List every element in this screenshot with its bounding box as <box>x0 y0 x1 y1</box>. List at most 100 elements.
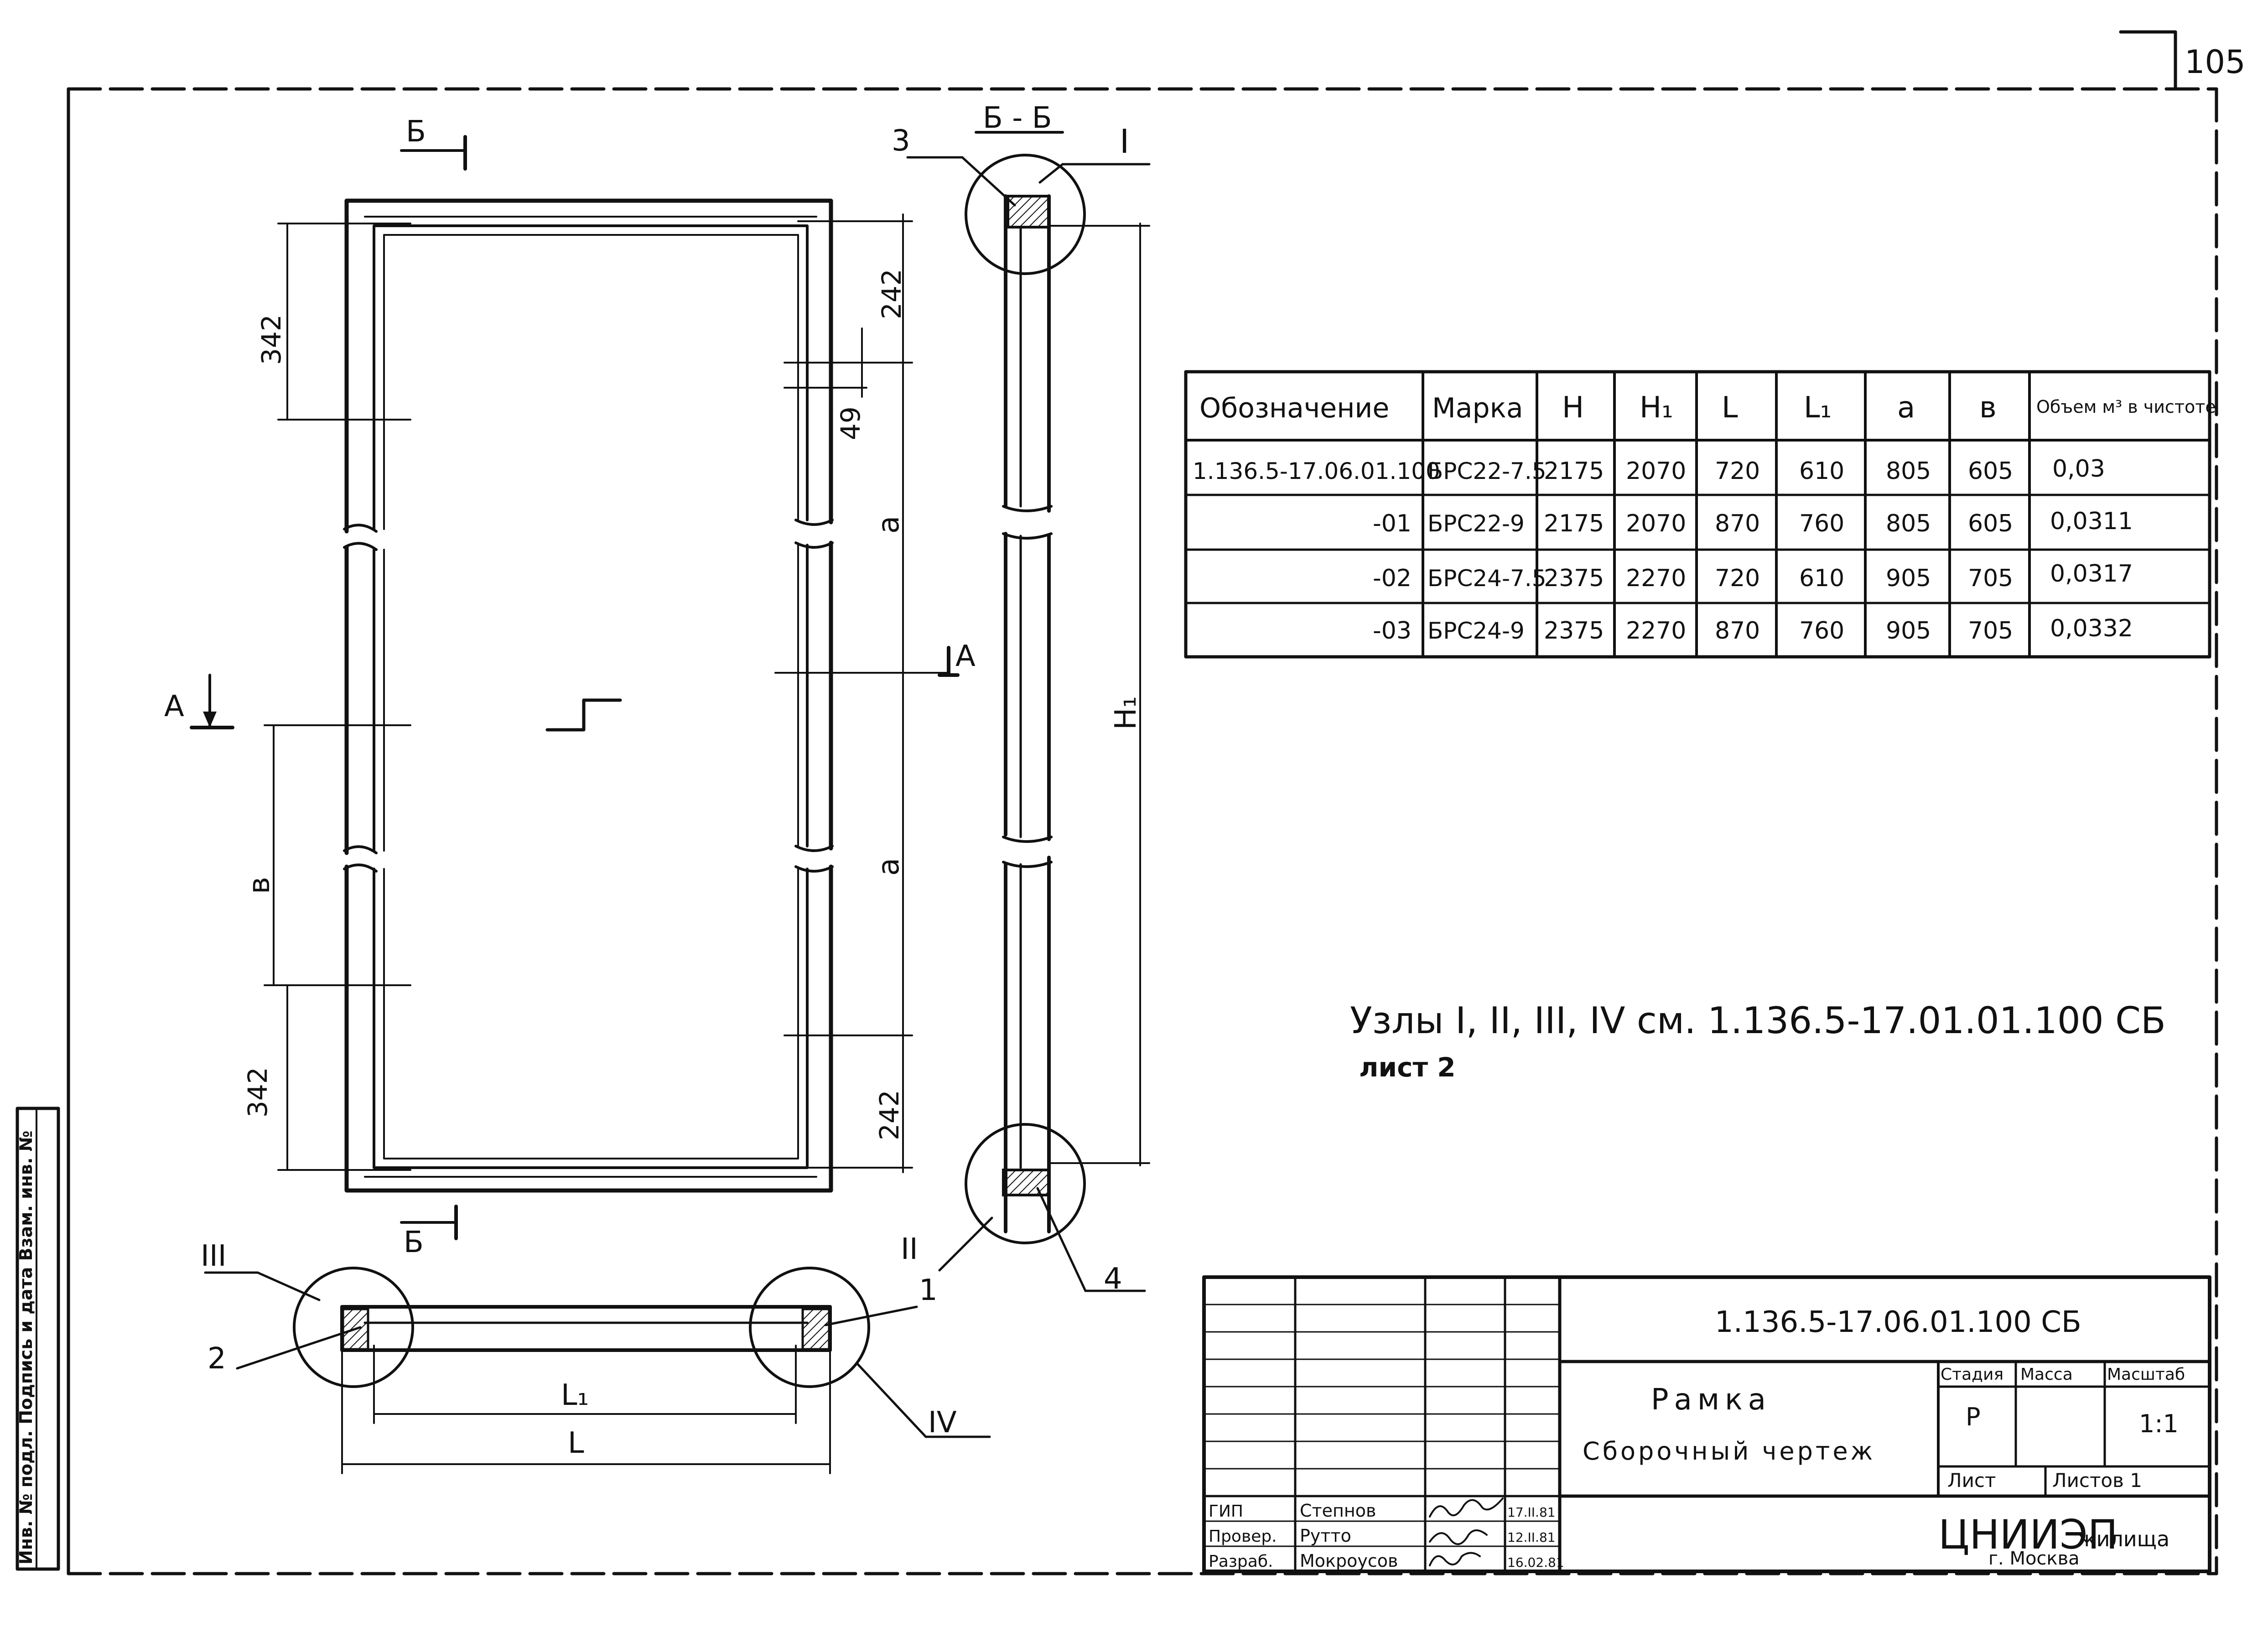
sheet-number: 105 <box>2185 43 2246 81</box>
left-dimensions <box>264 223 411 1171</box>
row3-designation: -02 <box>1373 565 1412 592</box>
row3-volume: 0,0317 <box>2050 560 2133 587</box>
title-code: 1.136.5-17.06.01.100 СБ <box>1715 1305 2081 1339</box>
dim-242-top: 242 <box>876 269 907 319</box>
row4-designation: -03 <box>1373 617 1412 645</box>
dim-l1: L₁ <box>561 1378 589 1412</box>
row3-l1: 610 <box>1799 565 1844 592</box>
sig-role-3: Разраб. <box>1209 1552 1273 1571</box>
callout-3: 3 <box>892 124 910 158</box>
signature-scribble-3 <box>1429 1552 1481 1566</box>
signature-scribble-1 <box>1429 1497 1504 1518</box>
row2-l: 870 <box>1715 510 1760 537</box>
th-l: L <box>1722 391 1738 425</box>
sig-date-1: 17.II.81 <box>1507 1505 1556 1520</box>
row4-h1: 2270 <box>1626 617 1686 645</box>
row1-mark: БРС22-7.5 <box>1427 458 1547 484</box>
row1-l: 720 <box>1715 457 1760 485</box>
row1-h1: 2070 <box>1626 457 1686 485</box>
row2-volume: 0,0311 <box>2050 508 2133 535</box>
frame-elevation <box>343 198 834 1193</box>
dim-342-bottom: 342 <box>242 1067 273 1118</box>
row3-b: 705 <box>1968 565 2013 592</box>
section-bb-label: Б - Б <box>983 101 1052 135</box>
section-marker-b-bottom: Б <box>404 1226 424 1259</box>
sig-role-2: Провер. <box>1209 1527 1277 1546</box>
cut-marker-a-right: А <box>955 639 976 673</box>
row1-l1: 610 <box>1799 457 1844 485</box>
sheet-label: Лист <box>1947 1469 1996 1492</box>
dim-a-lower: a <box>872 858 906 876</box>
dim-49: 49 <box>835 406 866 440</box>
dim-342-top: 342 <box>256 314 287 365</box>
row2-designation: -01 <box>1373 510 1412 537</box>
row4-l1: 760 <box>1799 617 1844 645</box>
row3-h: 2375 <box>1544 565 1604 592</box>
sheet-frame <box>67 30 2218 1575</box>
row4-a: 905 <box>1886 617 1931 645</box>
section-bb <box>906 131 1151 1292</box>
row1-h: 2175 <box>1544 457 1604 485</box>
node-I-label: I <box>1120 122 1129 161</box>
row2-a: 805 <box>1886 510 1931 537</box>
sig-date-2: 12.II.81 <box>1507 1530 1556 1545</box>
callout-4: 4 <box>1104 1262 1122 1296</box>
row1-b: 605 <box>1968 457 2013 485</box>
th-volume: Объем м³ в чистоте <box>2036 397 2216 417</box>
section-marker-b-top: Б <box>406 115 426 149</box>
cut-marker-a-left: А <box>164 690 184 723</box>
dim-a-upper: a <box>872 516 906 534</box>
th-a: a <box>1897 391 1915 425</box>
scale-label: Масштаб <box>2107 1365 2185 1384</box>
row2-b: 605 <box>1968 510 2013 537</box>
row2-l1: 760 <box>1799 510 1844 537</box>
sig-date-3: 16.02.81 <box>1507 1555 1564 1570</box>
node-III-label: III <box>201 1239 227 1273</box>
sig-name-1: Степнов <box>1300 1501 1376 1521</box>
row2-h1: 2070 <box>1626 510 1686 537</box>
node-IV-label: IV <box>928 1406 957 1440</box>
row3-l: 720 <box>1715 565 1760 592</box>
row1-designation: 1.136.5-17.06.01.100 <box>1193 458 1440 484</box>
row4-l: 870 <box>1715 617 1760 645</box>
org-name: ЦНИИЭП <box>1938 1511 2118 1558</box>
stage-label: Стадия <box>1941 1365 2003 1384</box>
row2-mark: БРС22-9 <box>1427 510 1525 537</box>
th-l1: L₁ <box>1804 391 1832 425</box>
row4-h: 2375 <box>1544 617 1604 645</box>
row2-h: 2175 <box>1544 510 1604 537</box>
org-suffix: жилища <box>2077 1527 2169 1551</box>
dim-b: в <box>243 877 276 894</box>
section-markers <box>190 135 960 1240</box>
stage-value: Р <box>1966 1403 1981 1431</box>
note-line-1: Узлы I, II, III, IV см. 1.136.5-17.01.01… <box>1350 999 2166 1042</box>
sig-name-3: Мокроусов <box>1300 1551 1398 1571</box>
title-name: Рамка <box>1651 1383 1771 1417</box>
title-block <box>1202 1275 2211 1573</box>
row1-volume: 0,03 <box>2052 455 2105 483</box>
callout-1: 1 <box>919 1274 938 1307</box>
note-line-2: лист 2 <box>1359 1052 1456 1083</box>
callout-2: 2 <box>208 1342 226 1376</box>
side-stamp: Инв. № подл. Подпись и дата Взам. инв. № <box>16 1107 60 1571</box>
row4-volume: 0,0332 <box>2050 615 2133 642</box>
dim-h1: H₁ <box>1109 696 1143 730</box>
row4-b: 705 <box>1968 617 2013 645</box>
th-h: H <box>1562 391 1584 425</box>
dim-242-bottom: 242 <box>874 1090 905 1140</box>
sig-role-1: ГИП <box>1209 1502 1243 1521</box>
org-city: г. Москва <box>1988 1548 2080 1569</box>
plan-section <box>204 1267 991 1474</box>
row4-mark: БРС24-9 <box>1427 618 1525 644</box>
side-stamp-text: Инв. № подл. Подпись и дата Взам. инв. № <box>16 1131 36 1565</box>
th-designation: Обозначение <box>1199 392 1389 424</box>
th-b: в <box>1979 391 1997 425</box>
th-h1: H₁ <box>1640 391 1673 425</box>
sig-name-2: Рутто <box>1300 1526 1351 1546</box>
spec-table <box>1184 370 2211 659</box>
row3-h1: 2270 <box>1626 565 1686 592</box>
dim-l: L <box>568 1426 584 1460</box>
sheets-label: Листов 1 <box>2052 1469 2142 1492</box>
scale-value: 1:1 <box>2139 1409 2179 1438</box>
